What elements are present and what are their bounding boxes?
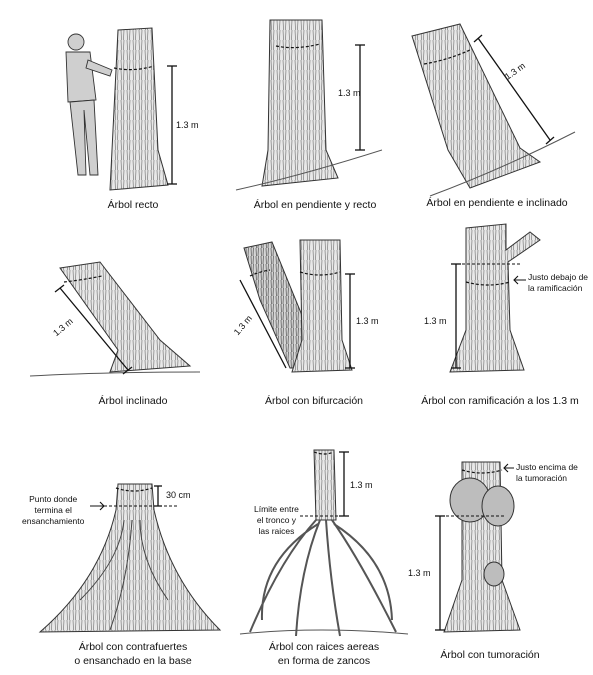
panel-slope-inclined <box>412 24 575 196</box>
measure-label-tumor: 1.3 m <box>408 568 431 579</box>
note-branching: Justo debajo de la ramificación <box>528 272 588 294</box>
measure-label-buttress: 30 cm <box>166 490 191 501</box>
note-buttress: Punto donde termina el ensanchamiento <box>22 494 84 527</box>
measure-label-bifurcation-right: 1.3 m <box>356 316 379 327</box>
measure-label-slope-straight: 1.3 m <box>338 88 361 99</box>
caption-stilt-roots: Árbol con raices aereas en forma de zanc… <box>244 640 404 668</box>
measure-label-branching: 1.3 m <box>424 316 447 327</box>
panel-stilt-roots <box>240 450 408 636</box>
caption-slope-straight: Árbol en pendiente y recto <box>240 198 390 212</box>
panel-tumor <box>435 462 520 632</box>
caption-slope-inclined: Árbol en pendiente e inclinado <box>412 196 582 210</box>
caption-buttress: Árbol con contrafuertes o ensanchado en … <box>58 640 208 668</box>
caption-tumor: Árbol con tumoración <box>420 648 560 662</box>
panel-inclined <box>30 262 200 376</box>
panel-slope-straight <box>236 20 382 190</box>
caption-inclined: Árbol inclinado <box>78 394 188 408</box>
caption-bifurcation: Árbol con bifurcación <box>244 394 384 408</box>
measure-label-straight: 1.3 m <box>176 120 199 131</box>
measure-label-stilt-roots: 1.3 m <box>350 480 373 491</box>
caption-branching: Árbol con ramificación a los 1.3 m <box>410 394 590 408</box>
panel-bifurcation <box>240 240 355 372</box>
person-figure <box>66 34 112 175</box>
note-tumor: Justo encima de la tumoración <box>516 462 578 484</box>
panel-straight-tree <box>66 28 177 190</box>
panel-branching <box>450 224 540 372</box>
note-stilt-roots: Límite entre el tronco y las raices <box>254 504 299 537</box>
caption-straight-tree: Árbol recto <box>78 198 188 212</box>
